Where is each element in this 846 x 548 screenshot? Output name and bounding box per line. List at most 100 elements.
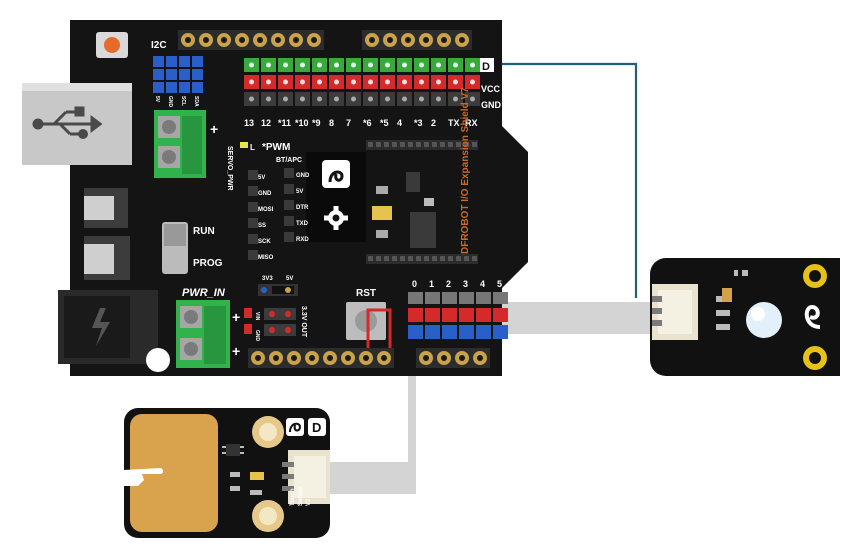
pin-hole bbox=[283, 62, 288, 68]
mcu-header-pin bbox=[408, 256, 413, 261]
mcu-header-pin bbox=[456, 256, 461, 261]
bt-pin bbox=[284, 216, 294, 226]
dfrobot-logo-icon bbox=[804, 304, 821, 329]
pin-hole bbox=[385, 79, 390, 85]
digital-pin-label: 8 bbox=[329, 118, 334, 128]
pin-hole bbox=[453, 62, 458, 68]
spi-pin bbox=[248, 202, 258, 212]
i2c-pin-label: SDA bbox=[193, 96, 199, 107]
rail-gnd-label: GND bbox=[481, 100, 502, 110]
header-pin-hole bbox=[185, 37, 191, 43]
header-pin-hole bbox=[257, 37, 263, 43]
i2c-pin bbox=[166, 82, 177, 93]
v33-label: 3V3 bbox=[262, 276, 273, 282]
spi-pin-label: 5V bbox=[258, 175, 265, 181]
digital-pin-label: 4 bbox=[397, 118, 402, 128]
i2c-label: I2C bbox=[151, 40, 167, 51]
top-pin-header bbox=[178, 30, 472, 50]
analog-vcc-pin bbox=[493, 308, 508, 322]
mcu-header-pin bbox=[440, 256, 445, 261]
led-l-label: L bbox=[250, 143, 255, 152]
analog-gnd-pin bbox=[476, 325, 491, 339]
bt-pin-label: DTR bbox=[296, 205, 309, 211]
bt-pin-label: 5V bbox=[296, 189, 303, 195]
pin-hole bbox=[436, 62, 441, 68]
mcu-header-pin bbox=[392, 256, 397, 261]
i2c-pin bbox=[192, 69, 203, 80]
spi-pin-label: SS bbox=[258, 223, 266, 229]
pin-hole bbox=[317, 79, 322, 85]
mcu-header-pin bbox=[456, 142, 461, 147]
pin-hole bbox=[266, 96, 271, 102]
header-pin-hole bbox=[203, 37, 209, 43]
shield-brand-text: DFROBOT I/O Expansion Shield V7 bbox=[460, 87, 471, 254]
mcu-header-pin bbox=[384, 142, 389, 147]
header-pin-hole bbox=[459, 37, 465, 43]
mcu-header-pin bbox=[400, 256, 405, 261]
mcu-header-pin bbox=[408, 142, 413, 147]
mcu-header-pin bbox=[368, 256, 373, 261]
mcu-header-pin bbox=[424, 142, 429, 147]
pwr-plus-label: + bbox=[232, 309, 240, 325]
header-pin-hole bbox=[423, 37, 429, 43]
spi-pin bbox=[248, 250, 258, 260]
pin-hole bbox=[402, 96, 407, 102]
header-pin-hole bbox=[293, 37, 299, 43]
bt-pin bbox=[284, 200, 294, 210]
pin-hole bbox=[300, 96, 305, 102]
header-pin-hole bbox=[327, 355, 333, 361]
analog-gnd-pin bbox=[425, 325, 440, 339]
digital-pin-label: *3 bbox=[414, 118, 423, 128]
mcu-header-strip bbox=[366, 254, 478, 264]
digital-pin-label: 13 bbox=[244, 118, 254, 128]
analog-signal-pin bbox=[476, 292, 491, 304]
pin-hole bbox=[249, 79, 254, 85]
digital-pin-label: *6 bbox=[363, 118, 372, 128]
header-pin-hole bbox=[255, 355, 261, 361]
pwm-label: *PWM bbox=[262, 142, 290, 153]
analog-signal-pin bbox=[408, 292, 423, 304]
pin-hole bbox=[266, 62, 271, 68]
pin-hole bbox=[385, 62, 390, 68]
i2c-pin bbox=[179, 69, 190, 80]
mcu-header-pin bbox=[432, 256, 437, 261]
rail-vcc-label: VCC bbox=[481, 84, 501, 94]
mcu-header-pin bbox=[448, 142, 453, 147]
mcu-header-pin bbox=[384, 256, 389, 261]
header-pin-hole bbox=[459, 355, 465, 361]
digital-pin-label: 7 bbox=[346, 118, 351, 128]
mcu-header-pin bbox=[440, 142, 445, 147]
analog-signal-pin bbox=[442, 292, 457, 304]
d-badge bbox=[480, 58, 494, 72]
led-module bbox=[650, 258, 840, 376]
header-block bbox=[178, 30, 324, 50]
mcu-header-pin bbox=[376, 142, 381, 147]
out-label: 3.3V OUT bbox=[300, 306, 307, 338]
pin-hole bbox=[317, 62, 322, 68]
spi-pin-column bbox=[248, 170, 258, 260]
pin-hole bbox=[419, 96, 424, 102]
header-pin-hole bbox=[311, 37, 317, 43]
mcu-header-pin bbox=[472, 142, 477, 147]
pin-hole bbox=[300, 79, 305, 85]
spi-pin-label: MOSI bbox=[258, 207, 274, 213]
touch-cable-horizontal bbox=[330, 462, 416, 494]
mcu-header-pin bbox=[400, 142, 405, 147]
bt-pin bbox=[284, 184, 294, 194]
mcu-header-pin bbox=[416, 142, 421, 147]
pin-hole bbox=[436, 96, 441, 102]
analog-gnd-pin bbox=[459, 325, 474, 339]
analog-pin-label: 0 bbox=[412, 279, 417, 289]
mcu-header-bottom bbox=[366, 254, 478, 264]
mcu-header-top bbox=[366, 140, 478, 150]
run-label: RUN bbox=[193, 226, 215, 237]
analog-vcc-pin bbox=[425, 308, 440, 322]
signal-wire-d bbox=[482, 62, 638, 298]
spi-pin bbox=[248, 218, 258, 228]
